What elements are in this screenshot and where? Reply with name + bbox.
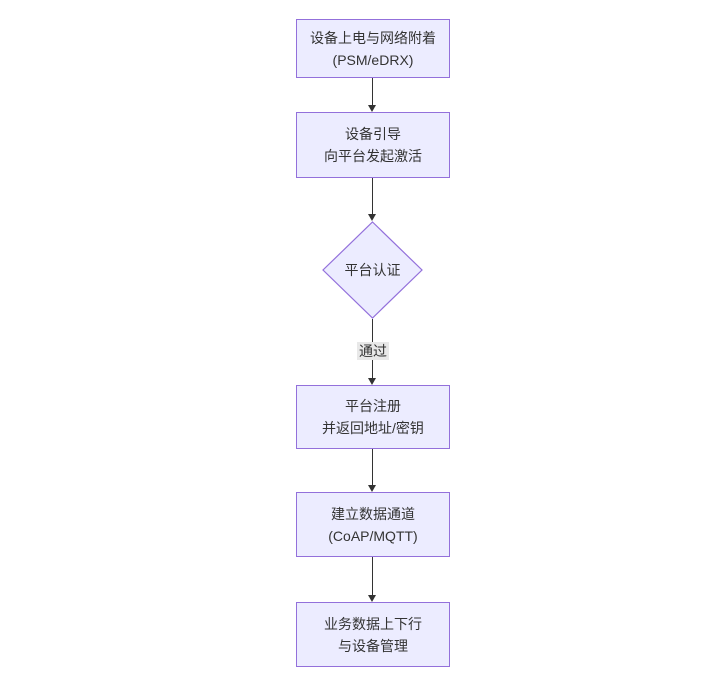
node-text-line: 业务数据上下行 bbox=[324, 615, 422, 632]
node-text-line: (PSM/eDRX) bbox=[332, 51, 414, 68]
node-text-line: 设备引导 bbox=[345, 126, 401, 142]
node-text-line: 与设备管理 bbox=[338, 637, 408, 654]
edge-label: 通过 bbox=[357, 342, 389, 360]
node-text-line: 平台注册 bbox=[345, 398, 401, 414]
edge-line bbox=[372, 178, 373, 214]
node-text-line: 平台认证 bbox=[344, 262, 401, 278]
flowchart-node-business: 业务数据上下行 与设备管理 bbox=[296, 602, 450, 667]
flowchart-node-platform-auth: 平台认证 bbox=[322, 221, 423, 319]
flowchart-node-power-attach: 设备上电与网络附着 (PSM/eDRX) bbox=[296, 19, 450, 78]
flowchart-node-register: 平台注册 并返回地址/密钥 bbox=[296, 385, 450, 449]
arrowhead-down-icon bbox=[368, 214, 376, 221]
edge-line bbox=[372, 78, 373, 105]
node-text-line: 并返回地址/密钥 bbox=[322, 420, 424, 436]
node-text-line: (CoAP/MQTT) bbox=[328, 527, 418, 544]
edge-line bbox=[372, 557, 373, 595]
diamond-shape bbox=[322, 221, 423, 319]
edge-line bbox=[372, 449, 373, 485]
arrowhead-down-icon bbox=[368, 485, 376, 492]
node-text-line: 设备上电与网络附着 bbox=[310, 29, 436, 46]
flowchart-node-data-channel: 建立数据通道 (CoAP/MQTT) bbox=[296, 492, 450, 557]
arrowhead-down-icon bbox=[368, 105, 376, 112]
arrowhead-down-icon bbox=[368, 378, 376, 385]
flowchart-node-bootstrap: 设备引导 向平台发起激活 bbox=[296, 112, 450, 178]
arrowhead-down-icon bbox=[368, 595, 376, 602]
node-text-line: 建立数据通道 bbox=[331, 505, 415, 522]
node-text-line: 向平台发起激活 bbox=[324, 148, 422, 164]
